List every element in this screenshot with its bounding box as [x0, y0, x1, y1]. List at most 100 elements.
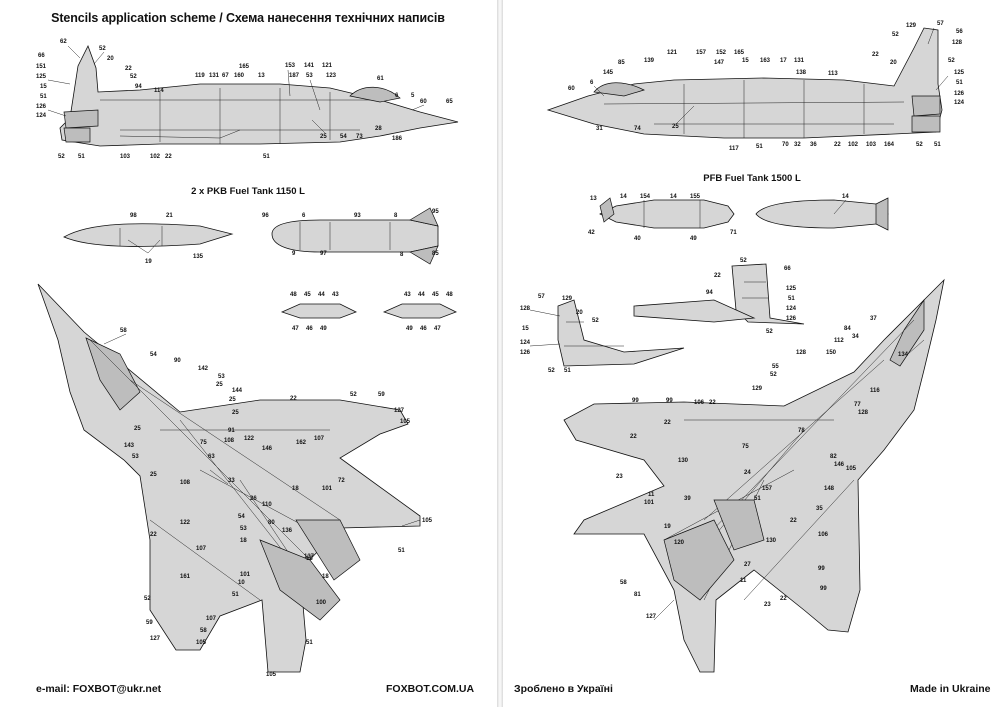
svg-text:19: 19 [145, 259, 152, 265]
svg-text:117: 117 [729, 146, 739, 152]
svg-text:54: 54 [238, 514, 245, 520]
top-view-callouts: 58 54 90 142 53 25 144 25 25 22 52 59 12… [103, 328, 433, 678]
svg-text:102: 102 [848, 142, 859, 148]
svg-text:147: 147 [714, 60, 725, 66]
svg-text:126: 126 [520, 350, 531, 356]
svg-text:124: 124 [954, 100, 965, 106]
svg-text:146: 146 [834, 462, 845, 468]
bottom-view-aircraft [563, 278, 945, 673]
svg-text:145: 145 [603, 70, 614, 76]
svg-text:22: 22 [664, 420, 671, 426]
svg-text:155: 155 [690, 194, 701, 200]
svg-text:54: 54 [340, 134, 347, 140]
svg-text:15: 15 [40, 84, 47, 90]
svg-text:56: 56 [956, 29, 963, 35]
svg-text:25: 25 [216, 382, 223, 388]
svg-text:95: 95 [432, 209, 439, 215]
svg-text:25: 25 [134, 426, 141, 432]
svg-text:61: 61 [377, 76, 384, 82]
svg-text:127: 127 [646, 614, 657, 620]
svg-text:59: 59 [378, 392, 385, 398]
svg-text:25: 25 [229, 397, 236, 403]
right-page: 129 57 56 128 52 60 6 145 85 139 121 157… [504, 0, 1000, 707]
svg-text:37: 37 [870, 316, 877, 322]
svg-text:48: 48 [446, 292, 453, 298]
svg-text:51: 51 [934, 142, 941, 148]
svg-text:127: 127 [150, 636, 161, 642]
side-view-aircraft [59, 44, 459, 147]
svg-text:11: 11 [740, 578, 747, 584]
svg-text:119: 119 [195, 73, 205, 79]
svg-text:40: 40 [634, 236, 641, 242]
svg-text:105: 105 [422, 518, 433, 524]
svg-text:128: 128 [520, 306, 531, 312]
svg-text:135: 135 [193, 254, 204, 260]
svg-text:31: 31 [596, 126, 603, 132]
bottom-view-callouts: 99 99 106 22 22 22 130 23 11 101 19 120 … [616, 316, 925, 621]
svg-text:162: 162 [296, 440, 307, 446]
svg-text:53: 53 [132, 454, 139, 460]
svg-text:99: 99 [820, 586, 827, 592]
svg-text:28: 28 [375, 126, 382, 132]
side-view-callouts: 62 52 66 151 20 22 125 52 94 114 15 126 … [36, 39, 453, 160]
svg-text:46: 46 [306, 326, 313, 332]
svg-text:51: 51 [78, 154, 85, 160]
svg-text:161: 161 [180, 574, 191, 580]
svg-text:78: 78 [798, 428, 805, 434]
svg-text:51: 51 [564, 368, 571, 374]
svg-text:110: 110 [262, 502, 272, 508]
svg-text:43: 43 [404, 292, 411, 298]
svg-text:52: 52 [548, 368, 555, 374]
svg-text:44: 44 [418, 292, 425, 298]
fuel-tank-caption: PFB Fuel Tank 1500 L [703, 173, 801, 184]
svg-text:138: 138 [796, 70, 807, 76]
svg-text:122: 122 [180, 520, 191, 526]
svg-text:57: 57 [538, 294, 545, 300]
svg-text:18: 18 [292, 486, 299, 492]
svg-text:14: 14 [670, 194, 677, 200]
svg-text:47: 47 [434, 326, 441, 332]
svg-text:25: 25 [672, 124, 679, 130]
svg-text:125: 125 [36, 74, 47, 80]
svg-text:152: 152 [716, 50, 727, 56]
fuel-tank-side-view: 98 21 19 135 [63, 213, 234, 265]
svg-text:52: 52 [592, 318, 599, 324]
svg-text:52: 52 [58, 154, 65, 160]
svg-text:59: 59 [146, 620, 153, 626]
svg-text:94: 94 [706, 290, 713, 296]
svg-text:124: 124 [36, 113, 47, 119]
svg-text:77: 77 [854, 402, 861, 408]
svg-text:157: 157 [762, 486, 773, 492]
svg-text:39: 39 [684, 496, 691, 502]
svg-text:100: 100 [316, 600, 327, 606]
svg-text:52: 52 [766, 329, 773, 335]
svg-text:20: 20 [107, 56, 114, 62]
svg-text:14: 14 [620, 194, 627, 200]
svg-text:22: 22 [125, 66, 132, 72]
svg-text:106: 106 [694, 400, 705, 406]
svg-text:94: 94 [135, 84, 142, 90]
svg-text:54: 54 [150, 352, 157, 358]
left-page: Stencils application scheme / Схема нане… [0, 0, 496, 707]
svg-text:22: 22 [872, 52, 879, 58]
svg-text:9: 9 [292, 251, 296, 257]
svg-text:130: 130 [678, 458, 689, 464]
side-view-callouts: 129 57 56 128 52 60 6 145 85 139 121 157… [568, 21, 965, 152]
svg-text:52: 52 [916, 142, 923, 148]
footer-made-en: Made in Ukraine [910, 683, 991, 695]
svg-text:146: 146 [262, 446, 273, 452]
svg-text:108: 108 [224, 438, 235, 444]
svg-text:22: 22 [834, 142, 841, 148]
svg-text:65: 65 [446, 99, 453, 105]
svg-text:8: 8 [394, 213, 398, 219]
svg-text:82: 82 [830, 454, 837, 460]
svg-text:36: 36 [810, 142, 817, 148]
svg-text:20: 20 [890, 60, 897, 66]
svg-text:58: 58 [620, 580, 627, 586]
svg-text:18: 18 [322, 574, 329, 580]
svg-text:46: 46 [420, 326, 427, 332]
svg-text:25: 25 [320, 134, 327, 140]
svg-text:126: 126 [954, 91, 965, 97]
footer-made-ua: Зроблено в Україні [514, 683, 613, 695]
svg-text:52: 52 [892, 32, 899, 38]
